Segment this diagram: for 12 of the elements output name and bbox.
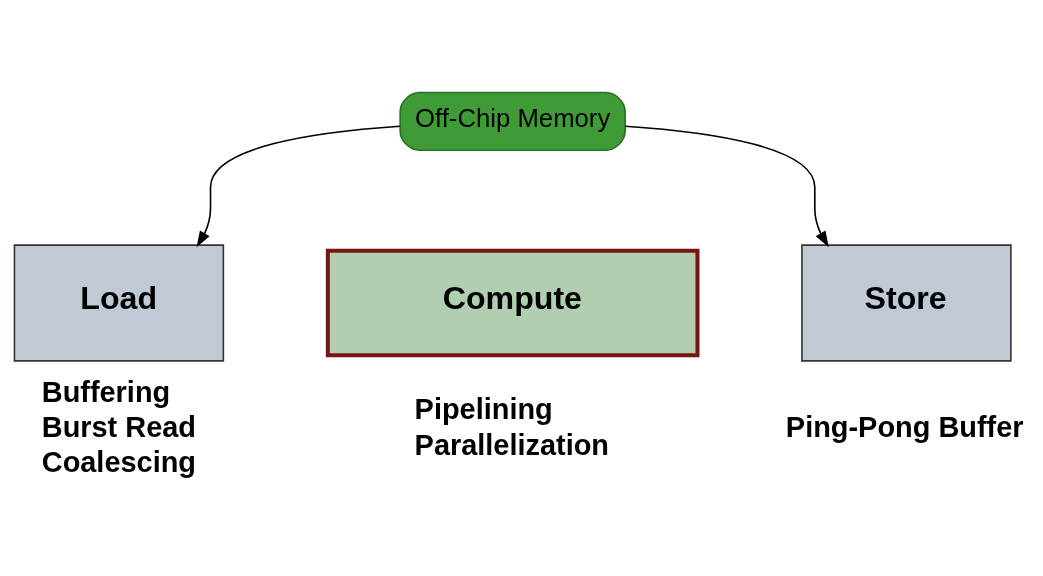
node-box: Store: [801, 243, 1012, 362]
node-box: Off-Chip Memory: [399, 91, 626, 151]
node-box: Load: [13, 243, 225, 362]
arrow: [196, 124, 401, 247]
node-label: Pipelining: [414, 392, 553, 425]
node-label: Ping-Pong Buffer: [785, 410, 1024, 443]
node-label: Burst Read: [41, 410, 196, 443]
node-label: Parallelization: [414, 428, 610, 461]
node-label: Buffering: [41, 375, 171, 408]
node-label: Coalescing: [41, 445, 196, 478]
arrow: [624, 124, 829, 247]
node-box: Compute: [325, 248, 700, 357]
